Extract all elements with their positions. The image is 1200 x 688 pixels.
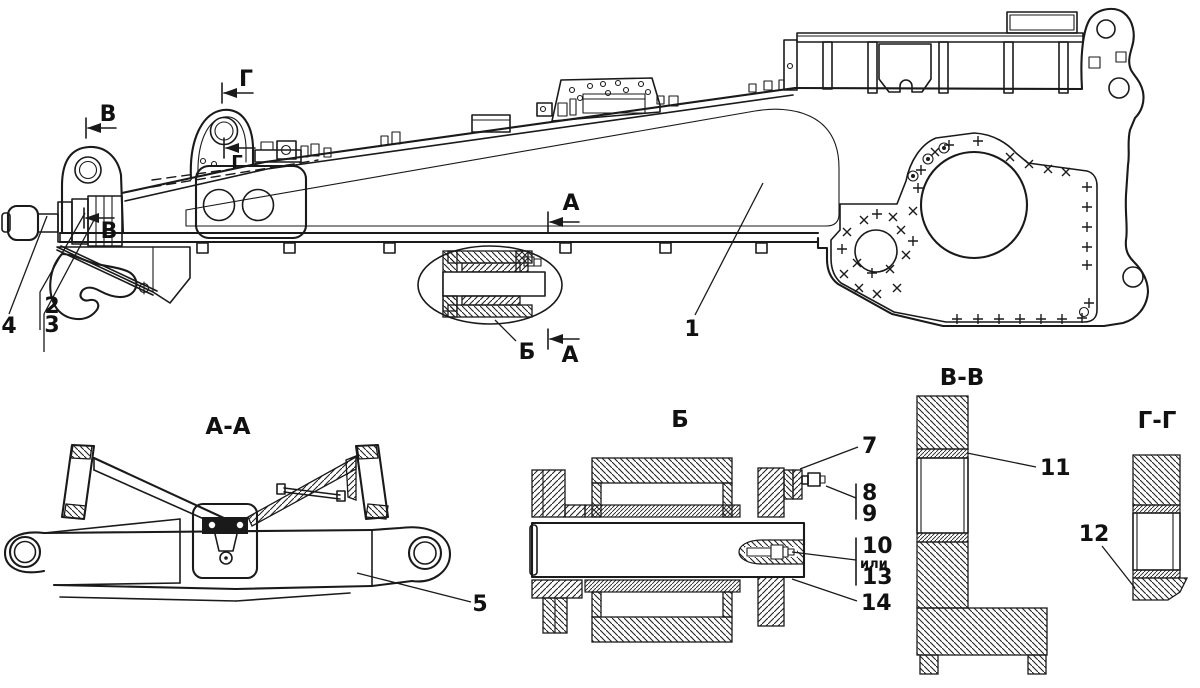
beam-top-edge xyxy=(120,86,797,195)
callout-1: 1 xyxy=(684,317,699,342)
callout-8: 8 xyxy=(862,481,877,506)
marker-g-top-label: Г xyxy=(239,67,253,92)
or-word: или xyxy=(860,557,888,572)
front-hitch xyxy=(1,195,123,247)
leader-5 xyxy=(356,572,472,603)
callout-7: 7 xyxy=(862,434,877,459)
section-view-v-v: В-В 11 xyxy=(916,365,1071,675)
callout-3: 3 xyxy=(44,313,59,338)
lug-eye-hole xyxy=(74,156,102,184)
tow-hook xyxy=(49,245,191,321)
leader-4 xyxy=(8,215,48,315)
rear-top-box xyxy=(1006,11,1078,34)
callout-13: 13 xyxy=(862,565,893,590)
marker-a-bottom-label: А xyxy=(561,343,578,368)
section-view-a-a: А-А xyxy=(3,414,488,617)
front-lug-bracket xyxy=(60,145,125,235)
marker-v-top-label: В xyxy=(100,102,117,127)
support-bracket-g xyxy=(189,108,308,240)
leader-8-9 xyxy=(825,485,857,499)
leader-11 xyxy=(966,452,1037,468)
leader-3 xyxy=(43,219,95,352)
leader-14 xyxy=(791,578,858,602)
callout-9: 9 xyxy=(862,502,877,527)
drilled-mount-plate xyxy=(551,77,661,122)
rear-housing xyxy=(778,7,1150,328)
bottom-flange-tabs xyxy=(196,242,768,254)
leader-1 xyxy=(694,182,764,316)
mount-plate xyxy=(194,164,308,240)
section-marker-v-bottom: В xyxy=(83,207,118,244)
view-title-v-v: В-В xyxy=(940,365,985,391)
callout-5: 5 xyxy=(472,592,487,617)
callout-11: 11 xyxy=(1040,456,1071,481)
section-view-g-g: Г-Г 12 xyxy=(1079,408,1189,601)
view-title-g-g: Г-Г xyxy=(1138,408,1177,434)
section-marker-g-top: Г xyxy=(221,67,254,104)
callout-2: 2 xyxy=(44,294,59,319)
top-flange-clips xyxy=(276,80,773,160)
detail-circle-label: Б xyxy=(519,340,536,365)
callout-12: 12 xyxy=(1079,522,1110,547)
marker-a-top-label: А xyxy=(562,191,579,216)
detail-circle-b xyxy=(417,245,563,325)
leader-12 xyxy=(1101,545,1136,589)
small-opening xyxy=(854,229,898,273)
view-title-a-a: А-А xyxy=(205,414,250,440)
section-marker-a-top: А xyxy=(547,191,580,233)
rear-top-bar xyxy=(796,32,1084,43)
leader-detail-b xyxy=(494,319,517,342)
detail-view-b: Б 7 xyxy=(529,407,893,643)
section-marker-v-top: В xyxy=(85,102,117,139)
hidden-edge xyxy=(151,159,319,188)
pto-opening xyxy=(919,150,1029,260)
marker-v-bottom-label: В xyxy=(101,219,118,244)
callout-10: 10 xyxy=(862,534,893,559)
main-view-frame: В В Г Г А А xyxy=(1,7,1150,368)
marker-g-mid-label: Г xyxy=(231,152,242,173)
view-title-b: Б xyxy=(671,407,689,433)
leader-7 xyxy=(799,446,859,470)
callout-4: 4 xyxy=(1,314,16,339)
callout-14: 14 xyxy=(861,591,892,616)
leader-10-13 xyxy=(791,551,857,561)
gasket-face xyxy=(830,132,1098,323)
rear-l-bracket xyxy=(783,39,798,91)
section-marker-a-bottom: А xyxy=(547,328,580,368)
section-marker-g-mid: Г xyxy=(223,137,256,173)
leader-2 xyxy=(39,212,86,330)
top-box xyxy=(471,114,511,133)
